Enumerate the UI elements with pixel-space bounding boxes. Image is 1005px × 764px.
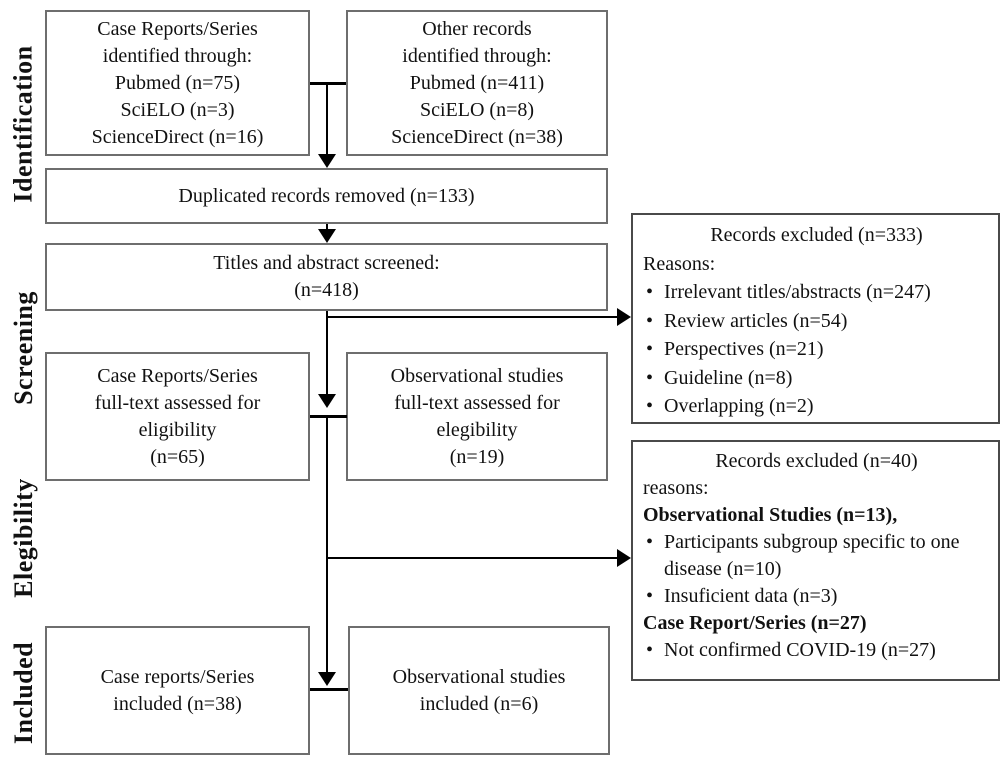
arrowhead-down-icon [318, 672, 336, 686]
exclusion-group-heading: Case Report/Series (n=27) [643, 612, 867, 634]
box-case-reports-identified: Case Reports/Series identified through: … [45, 10, 310, 156]
arrowhead-down-icon [318, 154, 336, 168]
exclusion-reason-list: Participants subgroup specific to one di… [643, 529, 990, 610]
box-text-line: Pubmed (n=75) [114, 71, 241, 94]
stage-label-elegibility: Elegibility [0, 452, 48, 624]
box-text-line: Observational studies [390, 364, 564, 387]
box-text-line: (n=418) [294, 279, 359, 301]
exclusion-reason-list: Irrelevant titles/abstracts (n=247) Revi… [643, 278, 990, 421]
connector-duplicates-to-screened [326, 224, 328, 232]
box-text-line: ScienceDirect (n=16) [91, 125, 264, 148]
box-text-line: elegibility [436, 418, 518, 441]
box-text-line: (n=19) [449, 445, 505, 468]
box-text-line: ScienceDirect (n=38) [391, 125, 563, 148]
box-text-line: eligibility [138, 418, 217, 441]
box-text-line: full-text assessed for [394, 391, 560, 414]
box-text-line: Other records [422, 17, 532, 40]
box-case-reports-included: Case reports/Series included (n=38) [45, 626, 310, 755]
exclusion-reason: Guideline (n=8) [643, 364, 990, 393]
connector-included-bridge [310, 688, 348, 691]
box-text-line: Case Reports/Series [97, 364, 258, 387]
box-other-records-identified: Other records identified through: Pubmed… [346, 10, 608, 156]
connector-identification-bridge [310, 82, 346, 85]
stage-label-text: Included [9, 641, 39, 745]
exclusion-title: Records excluded (n=333) [710, 224, 923, 246]
exclusion-reason: Review articles (n=54) [643, 307, 990, 336]
box-text-line: identified through: [402, 44, 552, 67]
box-duplicates-removed: Duplicated records removed (n=133) [45, 168, 608, 224]
exclusion-reason: Participants subgroup specific to one di… [643, 529, 990, 583]
connector-branch-excluded-eligibility [327, 557, 618, 559]
connector-fulltext-to-included [326, 418, 328, 674]
box-text-line: Case reports/Series [100, 665, 255, 688]
box-observational-fulltext: Observational studies full-text assessed… [346, 352, 608, 481]
box-text-line: identified through: [102, 44, 253, 67]
arrowhead-right-icon [617, 549, 631, 567]
box-text-line: included (n=6) [419, 692, 539, 715]
arrowhead-right-icon [617, 308, 631, 326]
box-text-line: SciELO (n=8) [419, 98, 535, 121]
exclusion-reason-list: Not confirmed COVID-19 (n=27) [643, 637, 990, 664]
arrowhead-down-icon [318, 229, 336, 243]
arrowhead-down-icon [318, 394, 336, 408]
exclusion-reason: Overlapping (n=2) [643, 392, 990, 421]
box-records-excluded-screening: Records excluded (n=333) Reasons: Irrele… [631, 213, 1000, 424]
stage-label-screening: Screening [0, 252, 48, 444]
box-text-line: (n=65) [150, 445, 205, 468]
box-text-line: included (n=38) [113, 692, 242, 715]
exclusion-reason: Insuficient data (n=3) [643, 583, 990, 610]
exclusion-subtitle: Reasons: [643, 252, 716, 275]
connector-branch-excluded-screening [327, 316, 618, 318]
box-text-line: Pubmed (n=411) [409, 71, 545, 94]
box-text-line: Observational studies [392, 665, 566, 688]
exclusion-reason: Not confirmed COVID-19 (n=27) [643, 637, 990, 664]
exclusion-group-heading: Observational Studies (n=13), [643, 504, 898, 526]
box-case-reports-fulltext: Case Reports/Series full-text assessed f… [45, 352, 310, 481]
exclusion-subtitle: reasons: [643, 477, 709, 499]
connector-screened-to-fulltext [326, 311, 328, 396]
box-text-line: Duplicated records removed (n=133) [178, 184, 475, 207]
exclusion-reason: Perspectives (n=21) [643, 335, 990, 364]
box-observational-included: Observational studies included (n=6) [348, 626, 610, 755]
box-text-line: SciELO (n=3) [120, 98, 235, 121]
stage-label-included: Included [0, 626, 48, 760]
stage-label-identification: Identification [0, 18, 48, 230]
stage-label-text: Elegibility [9, 478, 38, 598]
box-records-excluded-eligibility: Records excluded (n=40) reasons: Observa… [631, 440, 1000, 681]
connector-down-to-duplicates [326, 84, 328, 156]
stage-label-text: Identification [9, 45, 39, 203]
box-text-line: Titles and abstract screened: [213, 252, 440, 274]
stage-label-text: Screening [9, 291, 39, 405]
connector-fulltext-bridge [310, 415, 347, 418]
box-text-line: Case Reports/Series [97, 17, 258, 40]
box-titles-screened: Titles and abstract screened: (n=418) [45, 243, 608, 311]
box-text-line: full-text assessed for [94, 391, 261, 414]
exclusion-title: Records excluded (n=40) [715, 450, 918, 472]
exclusion-reason: Irrelevant titles/abstracts (n=247) [643, 278, 990, 307]
